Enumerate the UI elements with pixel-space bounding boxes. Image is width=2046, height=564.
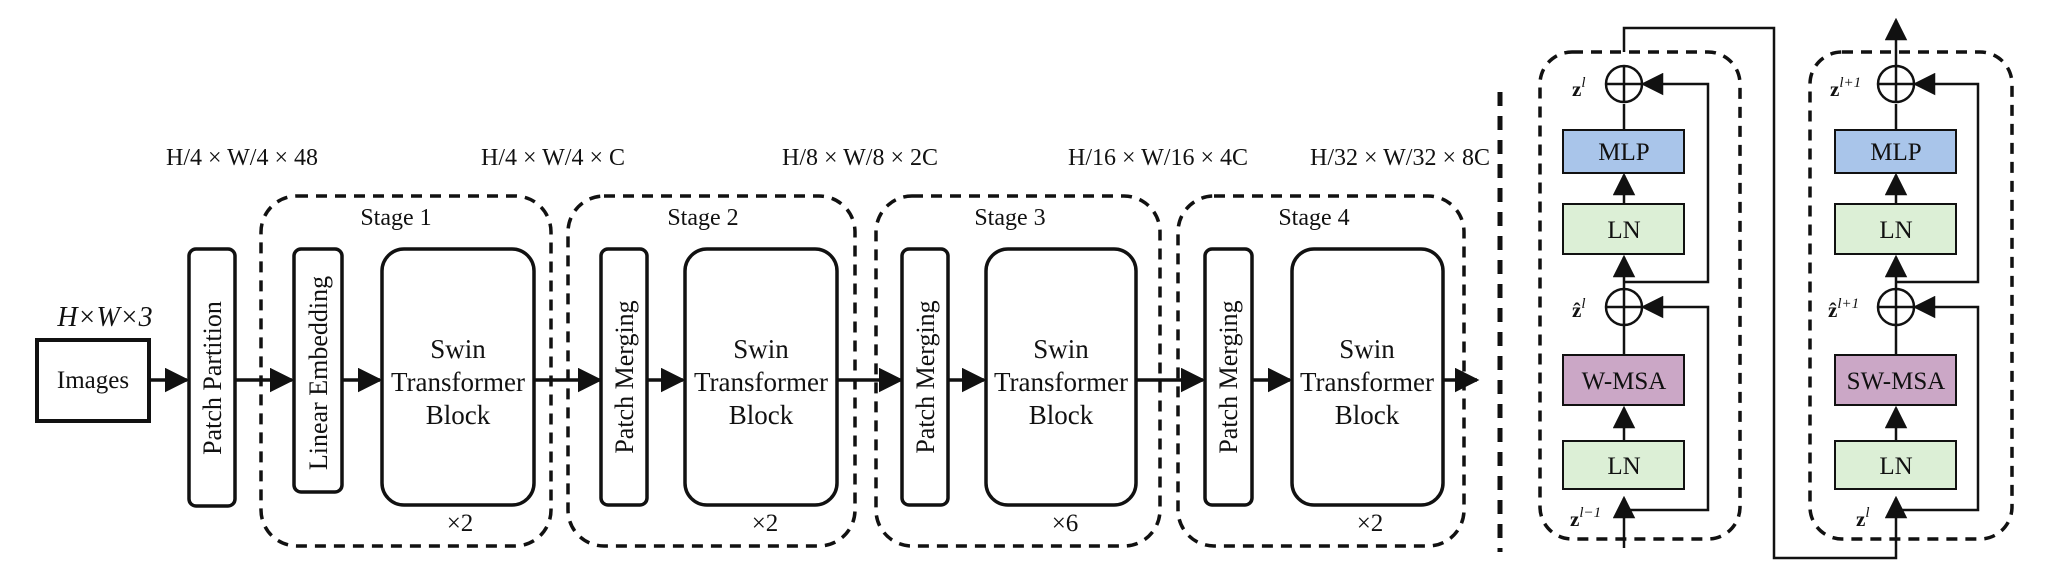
detail-block-a-frame [1538, 50, 1742, 541]
swin-block-3-line3: Block [1029, 400, 1094, 430]
linear-embedding-label: Linear Embedding [304, 276, 333, 470]
stage-4: Stage 4 H/32 × W/32 × 8C Patch Merging S… [1176, 145, 1490, 548]
sw-msa-box [1834, 354, 1957, 406]
ln-label-a-1: LN [1607, 453, 1640, 480]
swin-block-2 [683, 247, 839, 507]
z-hat-label-a: ẑl [1572, 296, 1586, 322]
linear-embedding-box [292, 247, 344, 494]
stage-1-output-dims: H/4 × W/4 × C [481, 145, 625, 171]
w-msa-box [1562, 354, 1685, 406]
inter-block-connector [1622, 26, 1898, 560]
residual-a-2 [1624, 72, 1710, 284]
ln-label-a-2: LN [1607, 217, 1640, 244]
w-msa-label: W-MSA [1582, 368, 1667, 395]
stage-2: Stage 2 H/8 × W/8 × 2C Patch Merging Swi… [566, 145, 938, 548]
stage-3-output-dims: H/16 × W/16 × 4C [1068, 145, 1248, 171]
mlp-label-b: MLP [1870, 139, 1921, 166]
stage-2-repeat: ×2 [752, 510, 779, 537]
residual-b-2 [1896, 72, 1980, 284]
stage-1: Stage 1 H/4 × W/4 × C Linear Embedding S… [259, 145, 625, 548]
swin-block-1-line3: Block [426, 400, 491, 430]
swin-block-4-line1: Swin [1339, 334, 1395, 364]
swin-block-2-line2: Transformer [694, 367, 828, 397]
z-in-label-b: zl [1856, 505, 1870, 531]
z-out-label-a: zl [1572, 75, 1586, 101]
z-in-label-a: zl−1 [1570, 505, 1601, 531]
patch-merging-box-4 [1203, 247, 1254, 507]
images-box [35, 338, 151, 423]
swin-block-2-line1: Swin [733, 334, 789, 364]
patch-merging-label-2: Patch Merging [610, 300, 639, 453]
stage-3-repeat: ×6 [1052, 510, 1079, 537]
input-dims-label: H×W×3 [56, 302, 152, 333]
patch-merging-box-3 [900, 247, 950, 507]
residual-a-1 [1624, 295, 1710, 512]
stage-3-dashed-frame [874, 194, 1162, 548]
ln-box-b-1 [1834, 440, 1957, 490]
patch-merging-box-2 [599, 247, 649, 507]
stage-2-dashed-frame [566, 194, 857, 548]
swin-block-1-line2: Transformer [391, 367, 525, 397]
ln-label-b-1: LN [1879, 453, 1912, 480]
stage-3: Stage 3 H/16 × W/16 × 4C Patch Merging S… [874, 145, 1248, 548]
stage-1-repeat: ×2 [447, 510, 474, 537]
swin-block-3-line2: Transformer [994, 367, 1128, 397]
ln-box-b-2 [1834, 203, 1957, 255]
swin-block-3 [984, 247, 1138, 507]
ln-label-b-2: LN [1879, 217, 1912, 244]
residual-b-1 [1896, 295, 1980, 512]
mlp-label-a: MLP [1598, 139, 1649, 166]
swin-block-4-line2: Transformer [1300, 367, 1434, 397]
images-label: Images [57, 367, 129, 394]
stage-3-title: Stage 3 [974, 205, 1045, 231]
mlp-box-a [1562, 129, 1685, 174]
stage-2-title: Stage 2 [667, 205, 738, 231]
swin-block-4 [1290, 247, 1445, 507]
swin-block-1 [380, 247, 536, 507]
stage-2-output-dims: H/8 × W/8 × 2C [782, 145, 938, 171]
patch-partition-label: Patch Partition [198, 301, 227, 455]
patch-merging-label-4: Patch Merging [1214, 300, 1243, 453]
z-out-label-b: zl+1 [1830, 75, 1861, 101]
stage-4-output-dims: H/32 × W/32 × 8C [1310, 145, 1490, 171]
patch-merging-label-3: Patch Merging [911, 300, 940, 453]
patch-partition-box [187, 247, 237, 508]
swin-block-1-line1: Swin [430, 334, 486, 364]
mlp-box-b [1834, 129, 1957, 174]
detail-block-sw-msa: LN SW-MSA LN MLP zl ẑl+1 zl+1 [1808, 17, 2014, 541]
ln-box-a-2 [1562, 203, 1685, 255]
stage-4-title: Stage 4 [1278, 205, 1349, 231]
ln-box-a-1 [1562, 440, 1685, 490]
swin-block-3-line1: Swin [1033, 334, 1089, 364]
sw-msa-label: SW-MSA [1847, 368, 1946, 395]
stage-1-title: Stage 1 [360, 205, 431, 231]
swin-block-2-line3: Block [729, 400, 794, 430]
detail-block-b-frame [1808, 50, 2014, 541]
swin-block-4-line3: Block [1335, 400, 1400, 430]
detail-block-w-msa: LN W-MSA LN MLP zl−1 ẑl zl [1538, 50, 1742, 548]
z-hat-label-b: ẑl+1 [1828, 296, 1859, 322]
partition-dims-label: H/4 × W/4 × 48 [166, 145, 318, 171]
stage-4-repeat: ×2 [1357, 510, 1384, 537]
